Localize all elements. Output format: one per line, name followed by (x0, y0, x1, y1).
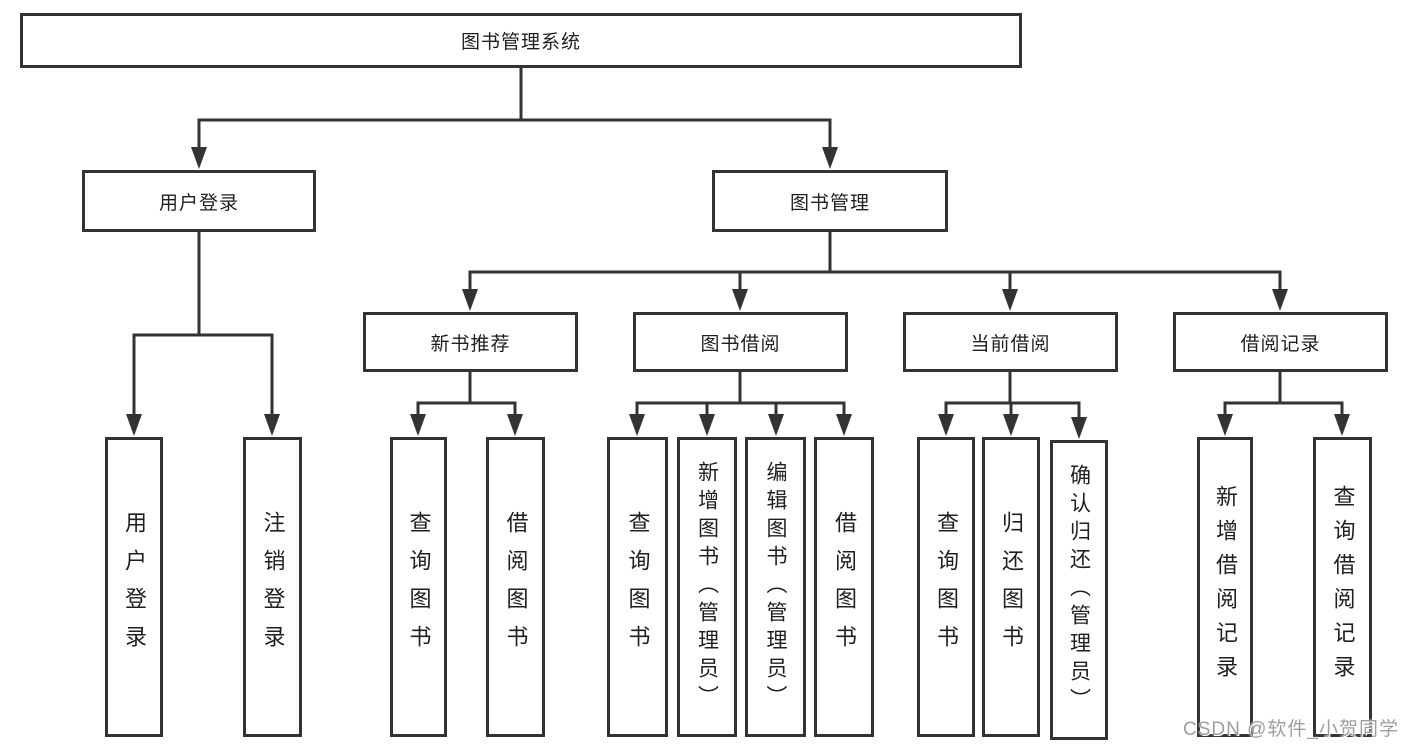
leaf-edit-book-admin-label: 编辑图书（管理员） (764, 461, 787, 713)
leaf-confirm-return-admin-label: 确认归还（管理员） (1067, 464, 1091, 716)
leaf-return-book: 归还图书 (982, 437, 1040, 737)
arrowhead-icon (836, 414, 852, 436)
node-library-system-label: 图书管理系统 (460, 32, 581, 53)
node-book-management: 图书管理 (712, 170, 948, 232)
node-user-login: 用户登录 (82, 170, 316, 232)
node-new-book-recommend: 新书推荐 (363, 312, 578, 372)
leaf-borrow-books-borrowing-label: 借阅图书 (832, 511, 857, 663)
leaf-add-book-admin-label: 新增图书（管理员） (695, 461, 719, 713)
leaf-logout: 注销登录 (243, 437, 302, 737)
arrowhead-icon (1003, 414, 1019, 436)
arrowhead-icon (768, 414, 784, 436)
arrowhead-icon (1334, 414, 1350, 436)
arrowhead-icon (1217, 414, 1233, 436)
leaf-query-books-current-label: 查询图书 (934, 511, 959, 663)
arrowhead-icon (1071, 417, 1087, 439)
node-library-system: 图书管理系统 (20, 13, 1022, 68)
arrowhead-icon (507, 414, 523, 436)
arrowhead-icon (699, 414, 715, 436)
leaf-user-login-label: 用户登录 (122, 511, 147, 663)
arrowhead-icon (629, 414, 645, 436)
leaf-add-book-admin: 新增图书（管理员） (677, 437, 737, 737)
node-new-book-recommend-label: 新书推荐 (430, 333, 511, 355)
leaf-user-login: 用户登录 (105, 437, 163, 737)
node-book-borrowing: 图书借阅 (633, 312, 848, 372)
arrowhead-icon (462, 289, 478, 311)
leaf-confirm-return-admin: 确认归还（管理员） (1050, 440, 1108, 740)
leaf-edit-book-admin: 编辑图书（管理员） (745, 437, 806, 737)
leaf-query-borrow-record: 查询借阅记录 (1313, 437, 1372, 737)
leaf-add-borrow-record-label: 新增借阅记录 (1213, 485, 1238, 689)
leaf-logout-label: 注销登录 (260, 511, 286, 663)
node-current-borrowing: 当前借阅 (903, 312, 1118, 372)
arrowhead-icon (191, 147, 207, 169)
leaf-query-borrow-record-label: 查询借阅记录 (1330, 485, 1356, 689)
leaf-query-books-borrowing-label: 查询图书 (625, 511, 651, 663)
node-borrowing-records-label: 借阅记录 (1240, 333, 1321, 355)
node-user-login-label: 用户登录 (158, 192, 239, 214)
arrowhead-icon (938, 414, 954, 436)
arrowhead-icon (732, 289, 748, 311)
leaf-borrow-books-borrowing: 借阅图书 (814, 437, 874, 737)
leaf-borrow-books-recommend: 借阅图书 (486, 437, 545, 737)
leaf-query-books-borrowing: 查询图书 (607, 437, 668, 737)
node-book-borrowing-label: 图书借阅 (700, 333, 781, 355)
leaf-borrow-books-recommend-label: 借阅图书 (503, 511, 529, 663)
node-current-borrowing-label: 当前借阅 (970, 333, 1051, 355)
arrowhead-icon (1272, 289, 1288, 311)
arrowhead-icon (264, 414, 280, 436)
leaf-query-books-recommend-label: 查询图书 (406, 511, 432, 663)
arrowhead-icon (822, 147, 838, 169)
node-borrowing-records: 借阅记录 (1173, 312, 1388, 372)
node-book-management-label: 图书管理 (789, 192, 870, 214)
leaf-query-books-current: 查询图书 (917, 437, 975, 737)
arrowhead-icon (126, 414, 142, 436)
csdn-watermark: CSDN @软件_小贺同学 (1183, 719, 1399, 740)
arrowhead-icon (410, 414, 426, 436)
arrowhead-icon (1002, 289, 1018, 311)
leaf-query-books-recommend: 查询图书 (390, 437, 447, 737)
leaf-add-borrow-record: 新增借阅记录 (1197, 437, 1253, 737)
leaf-return-book-label: 归还图书 (999, 511, 1024, 663)
